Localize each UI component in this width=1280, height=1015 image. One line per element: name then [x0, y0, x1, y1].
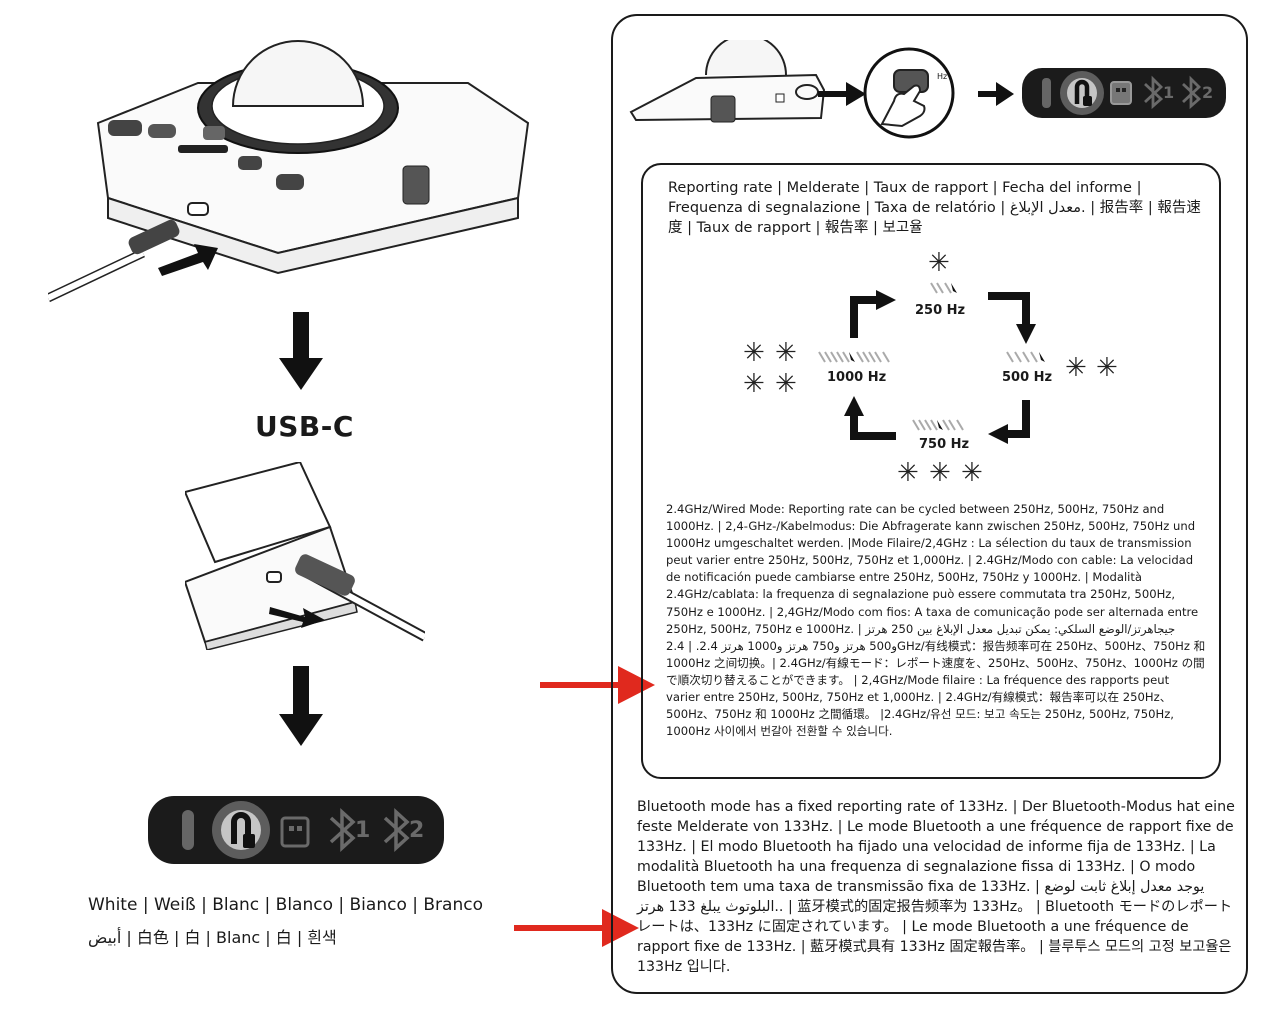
- arrow-right-icon: [818, 82, 866, 106]
- blink-indicator-icon: ✳: [929, 458, 951, 488]
- bluetooth-1-icon: [329, 808, 356, 852]
- color-label-latin: White | Weiß | Blanc | Blanco | Bianco |…: [88, 895, 483, 915]
- hz-button-press-icon: [863, 47, 955, 139]
- blink-indicator-icon: ✳: [743, 369, 765, 399]
- cursor-trail-icon: [912, 419, 964, 431]
- hz-button-label: Hz: [937, 72, 948, 81]
- trackball-device-illustration: [48, 40, 530, 303]
- dongle-icon: [280, 816, 310, 848]
- bluetooth-2-label: 2: [1202, 83, 1214, 102]
- usb-cable-icon: [1074, 79, 1092, 106]
- rate-label-500: 500 Hz: [1002, 370, 1053, 385]
- blink-indicator-icon: ✳: [897, 458, 919, 488]
- device-side-view-illustration: [629, 40, 826, 123]
- bluetooth-2-icon: [1182, 75, 1202, 110]
- bluetooth-2-icon: [383, 808, 410, 852]
- arrow-right-icon: [978, 82, 1014, 106]
- blink-indicator-icon: ✳: [743, 338, 765, 368]
- led-indicator-bar: 1 2: [1022, 68, 1226, 118]
- bluetooth-2-label: 2: [409, 818, 425, 843]
- down-arrow-icon: [279, 666, 323, 746]
- laptop-illustration: [185, 462, 425, 650]
- usb-cable-icon: [231, 812, 255, 848]
- bluetooth-1-icon: [1144, 75, 1164, 110]
- status-led-icon: [1042, 78, 1051, 108]
- blink-indicator-icon: ✳: [775, 338, 797, 368]
- instruction-panel: [611, 14, 1248, 994]
- bluetooth-1-label: 1: [1163, 83, 1175, 102]
- wired-mode-description: 2.4GHz/Wired Mode: Reporting rate can be…: [666, 502, 1206, 739]
- red-pointer-arrow: [540, 666, 655, 704]
- reporting-rate-box: [641, 163, 1221, 779]
- usb-c-label: USB-C: [255, 410, 354, 443]
- dongle-icon: [1110, 81, 1132, 105]
- cursor-trail-icon: [1006, 351, 1045, 363]
- blink-indicator-icon: ✳: [775, 369, 797, 399]
- bluetooth-1-label: 1: [355, 818, 371, 843]
- rate-label-250: 250 Hz: [915, 303, 966, 318]
- blink-indicator-icon: ✳: [1096, 353, 1118, 383]
- rate-cycle-diagram: [844, 290, 1036, 444]
- blink-indicator-icon: ✳: [1065, 353, 1087, 383]
- reporting-rate-heading: Reporting rate | Melderate | Taux de rap…: [668, 180, 1201, 236]
- rate-label-750: 750 Hz: [919, 437, 970, 452]
- status-led-icon: [182, 810, 194, 850]
- blink-indicator-icon: ✳: [961, 458, 983, 488]
- blink-indicator-icon: ✳: [928, 248, 950, 278]
- rate-label-1000: 1000 Hz: [827, 370, 887, 385]
- down-arrow-icon: [279, 312, 323, 390]
- led-indicator-bar: 1 2: [148, 796, 444, 864]
- color-label-asian: أبيض | 白色 | 白 | Blanc | 白 | 흰색: [88, 928, 337, 947]
- bluetooth-mode-description: Bluetooth mode has a fixed reporting rat…: [637, 799, 1235, 975]
- cursor-trail-icon: [930, 282, 957, 294]
- cursor-trail-icon: [818, 351, 890, 363]
